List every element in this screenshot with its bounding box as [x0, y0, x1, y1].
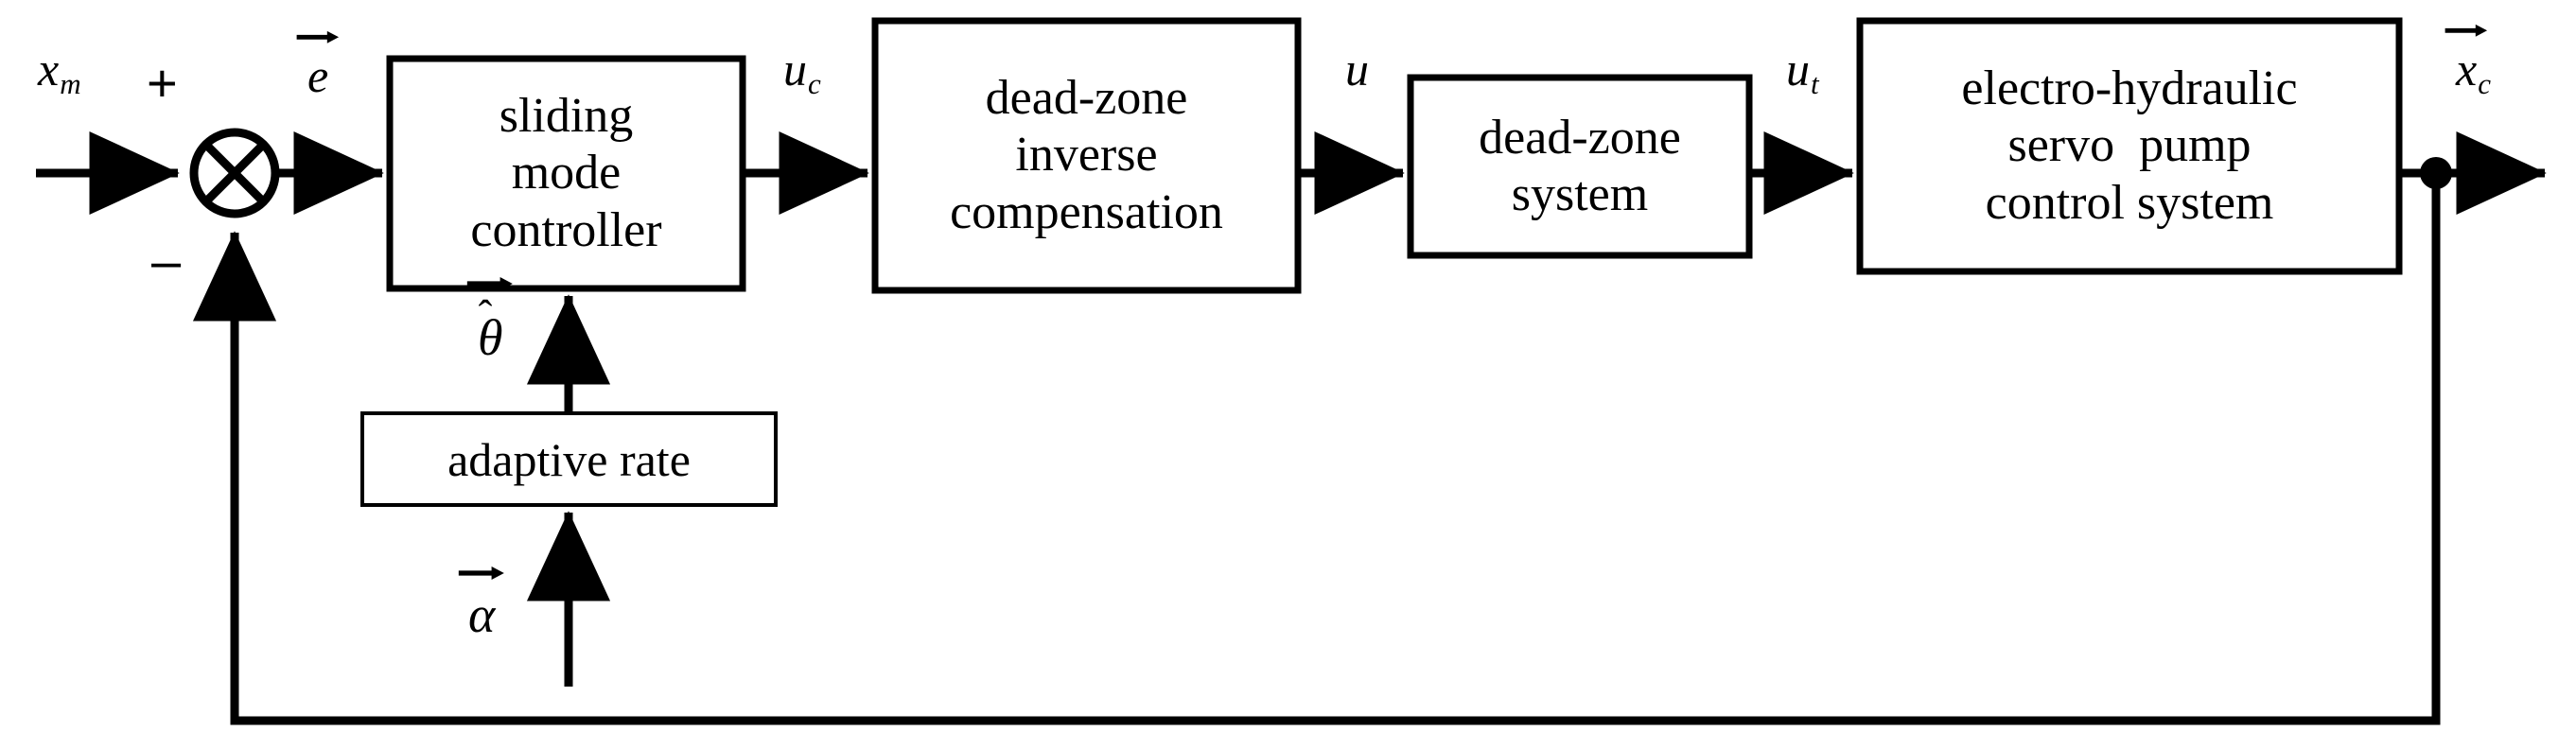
block-dead-zone-system — [1407, 74, 1753, 259]
xm-subscript: m — [60, 67, 81, 101]
feedback-line — [192, 181, 2441, 725]
signal-label-parameter-estimate: ̂ θ — [467, 277, 514, 366]
signal-label-adaptation-gain: α — [458, 566, 505, 643]
ut-subscript: t — [1811, 67, 1819, 101]
signal-label-system-output: x c — [2445, 24, 2491, 101]
summing-junction-symbol — [189, 128, 280, 218]
alpha-base: α — [468, 586, 496, 643]
plus-sign: + — [147, 53, 178, 113]
xm-base: x — [38, 43, 60, 96]
output-takeoff-node — [2420, 157, 2452, 189]
xc-subscript: c — [2478, 67, 2491, 101]
signal-label-error-signal: e — [296, 30, 340, 102]
block-dead-zone-inverse-compensation — [871, 17, 1302, 294]
block-electro-hydraulic-servo-pump-control-system — [1856, 17, 2403, 275]
uc-base: u — [783, 43, 807, 96]
signal-label-dead-zone-output: ut — [1786, 45, 1819, 98]
block-sliding-mode-controller — [386, 55, 746, 292]
ut-base: u — [1786, 43, 1810, 96]
signal-label-controller-output: uc — [783, 45, 821, 98]
block-adaptive-rate — [360, 411, 778, 507]
signal-label-input-reference: xm — [38, 45, 81, 98]
uc-subscript: c — [808, 67, 821, 101]
u-base: u — [1345, 43, 1369, 96]
signal-label-compensated-input: u — [1345, 45, 1369, 93]
theta-base: θ — [478, 309, 503, 366]
xc-base: x — [2456, 43, 2478, 96]
minus-sign: – — [151, 231, 182, 290]
e-base: e — [307, 49, 329, 102]
